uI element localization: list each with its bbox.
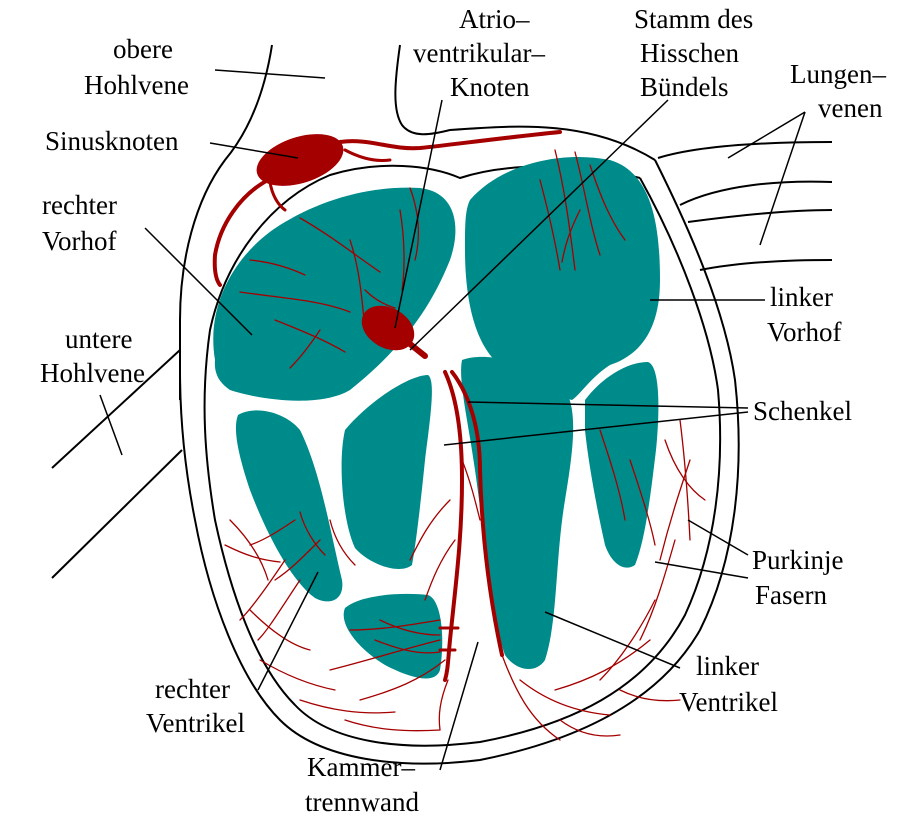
lungenvene-2 (680, 182, 832, 205)
leader-lungenvenen-1 (728, 112, 805, 158)
label-sinusknoten: Sinusknoten (45, 126, 179, 156)
lungenvene-4 (700, 260, 832, 270)
rechter-ventrikel-middle-chamber (342, 375, 432, 569)
label-rechter-vorhof: rechter Vorhof (42, 190, 124, 256)
leader-obere-hohlvene (215, 70, 325, 78)
fibre-branch (520, 680, 610, 715)
sinusknoten-node (250, 124, 350, 196)
chambers (213, 157, 660, 679)
label-kammertrennwand: Kammer– trennwand (305, 752, 422, 817)
fibre-branch (300, 700, 395, 713)
fibre-branch (345, 720, 440, 731)
sinus-tract-top (340, 132, 560, 148)
fibre-branch (620, 690, 680, 701)
label-schenkel: Schenkel (753, 396, 852, 426)
rechter-ventrikel-lower-chamber (344, 594, 443, 679)
label-linker-ventrikel: linker Ventrikel (679, 651, 778, 717)
label-atrioventrikular-knoten: Atrio– ventrikular– Knoten (413, 4, 552, 102)
leader-lungenvenen-2 (760, 112, 805, 245)
rechter-ventrikel-upper-chamber (236, 410, 342, 601)
label-obere-hohlvene: obere Hohlvene (84, 34, 189, 100)
leader-kammertrennwand (440, 642, 478, 770)
leader-purkinje-2 (655, 562, 748, 578)
label-purkinje-fasern: Purkinje Fasern (752, 545, 850, 610)
fibre-branch (425, 540, 455, 600)
leader-untere-hohlvene (100, 395, 122, 455)
fibre-branch (439, 680, 448, 730)
leader-linker-ventrikel (545, 612, 680, 668)
leader-rechter-ventrikel (258, 572, 318, 690)
rechter-vorhof-chamber (213, 188, 455, 401)
lungenvene-1 (658, 142, 832, 158)
fibre-branch (250, 610, 310, 650)
av-knoten-tail (405, 340, 425, 356)
label-stamm-hisschen-buendels: Stamm des Hisschen Bündels (634, 4, 760, 102)
sinus-tract-2 (345, 150, 390, 161)
schenkel-left (445, 372, 462, 680)
fibre-branch (555, 640, 650, 690)
lungenvene-3 (688, 210, 832, 222)
fibre-branch (240, 560, 285, 620)
label-untere-hohlvene: untere Hohlvene (40, 324, 145, 388)
label-rechter-ventrikel: rechter Ventrikel (146, 674, 245, 738)
leader-purkinje-1 (688, 520, 748, 555)
label-lungenvenen: Lungen– venen (790, 59, 893, 123)
sinus-tract-down (270, 182, 285, 210)
fibre-branch (640, 540, 675, 640)
linker-ventrikel-right-chamber (585, 362, 658, 568)
label-linker-vorhof: linker Vorhof (767, 282, 842, 347)
untere-hohlvene-lower (52, 450, 182, 578)
